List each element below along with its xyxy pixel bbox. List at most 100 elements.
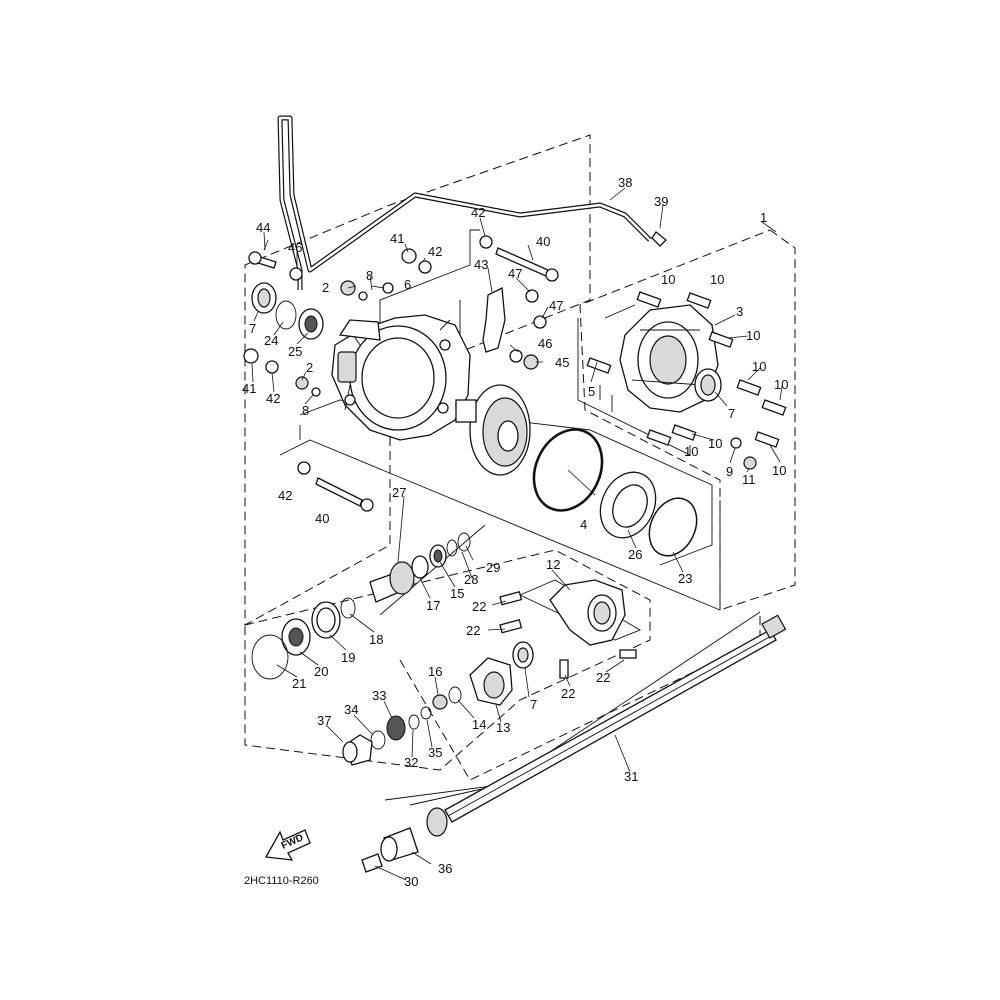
callout-38: 38 [618, 175, 632, 190]
callout-2b: 2 [306, 360, 313, 375]
callout-47b: 47 [549, 298, 563, 313]
callout-23: 23 [678, 571, 692, 586]
callout-2a: 2 [322, 280, 329, 295]
callout-44: 44 [256, 220, 270, 235]
callout-10g: 10 [684, 444, 698, 459]
drive-shaft [426, 614, 787, 837]
callout-42c: 42 [266, 391, 280, 406]
callout-42d: 42 [278, 488, 292, 503]
callout-8b: 8 [302, 403, 309, 418]
callout-3: 3 [736, 304, 743, 319]
callout-10d: 10 [752, 359, 766, 374]
joint-37 [342, 734, 373, 766]
clip-35 [420, 706, 432, 720]
callout-22c: 22 [561, 686, 575, 701]
differential-housing [331, 314, 471, 441]
callout-10e: 10 [774, 377, 788, 392]
washer-14 [448, 686, 462, 704]
callout-26: 26 [628, 547, 642, 562]
callout-34: 34 [344, 702, 358, 717]
pinion-spacers [411, 532, 471, 579]
callout-25: 25 [288, 344, 302, 359]
callout-10b: 10 [710, 272, 724, 287]
ring-gear [455, 384, 531, 476]
callout-1: 1 [760, 210, 767, 225]
fwd-arrow-icon: FWD [264, 829, 311, 861]
callout-31: 31 [624, 769, 638, 784]
oil-seal-left-inner [257, 288, 271, 308]
pinion-cover [549, 579, 626, 646]
boundary-bottom-group [244, 549, 651, 771]
callout-19: 19 [341, 650, 355, 665]
callout-46a: 46 [288, 240, 302, 255]
bolt-40-upper [495, 247, 559, 282]
callout-43: 43 [474, 257, 488, 272]
callout-18: 18 [369, 632, 383, 647]
callout-37: 37 [317, 713, 331, 728]
ring-34 [370, 730, 386, 750]
callout-41b: 41 [242, 381, 256, 396]
callout-16: 16 [428, 664, 442, 679]
callout-39: 39 [654, 194, 668, 209]
clip-32 [408, 714, 420, 730]
callout-10c: 10 [746, 328, 760, 343]
pinion-gear [369, 561, 415, 603]
callout-33: 33 [372, 688, 386, 703]
callout-10h: 10 [772, 463, 786, 478]
callout-10f: 10 [708, 436, 722, 451]
callout-36: 36 [438, 861, 452, 876]
callout-40b: 40 [315, 511, 329, 526]
callout-11: 11 [742, 472, 756, 487]
shim-23 [648, 497, 698, 557]
callout-13: 13 [496, 720, 510, 735]
callout-7c: 7 [530, 697, 537, 712]
oil-seal-cover-inner [700, 374, 716, 396]
callout-labels: 1 2 2 3 4 5 6 7 7 7 8 8 9 10 10 10 10 10… [242, 175, 788, 889]
boundary-shaft-group [399, 612, 761, 781]
bearing-26-inner [612, 484, 648, 528]
vent-hose-inner [278, 116, 651, 290]
callout-9: 9 [726, 464, 733, 479]
bolts-10 [586, 291, 787, 448]
coupling-13 [469, 657, 513, 706]
callout-20: 20 [314, 664, 328, 679]
callout-41a: 41 [390, 231, 404, 246]
callout-32: 32 [404, 755, 418, 770]
callout-30: 30 [404, 874, 418, 889]
callout-4: 4 [580, 517, 587, 532]
bolt-44 [248, 251, 277, 269]
rear-cover [619, 304, 719, 413]
callout-12: 12 [546, 557, 560, 572]
bearing-25-inner [304, 315, 318, 333]
callout-21: 21 [292, 676, 306, 691]
group-line-ring-gear [299, 399, 713, 566]
callout-29: 29 [486, 560, 500, 575]
group-line-rear-cover [577, 304, 691, 456]
callout-42a: 42 [471, 205, 485, 220]
leader-lines [251, 187, 783, 881]
boot-36 [380, 827, 419, 862]
callout-46b: 46 [538, 336, 552, 351]
callout-22b: 22 [466, 623, 480, 638]
nuts-washers [243, 235, 757, 475]
callout-15: 15 [450, 586, 464, 601]
bolt-40-lower [315, 477, 374, 512]
callout-7b: 7 [728, 406, 735, 421]
callout-8a: 8 [366, 268, 373, 283]
callout-40a: 40 [536, 234, 550, 249]
boundary-housing-group [244, 134, 591, 626]
shim-24 [275, 300, 297, 330]
callout-35: 35 [428, 745, 442, 760]
nut-16 [432, 694, 448, 710]
callout-14: 14 [472, 717, 486, 732]
callout-27: 27 [392, 485, 406, 500]
oil-seal-13-inner [517, 647, 529, 663]
spline-33 [386, 715, 406, 741]
bracket-43 [482, 286, 506, 353]
callout-22a: 22 [472, 599, 486, 614]
callout-7a: 7 [249, 321, 256, 336]
diagram-code: 2HC1110-R260 [244, 875, 319, 887]
group-line-pinion [279, 439, 721, 616]
